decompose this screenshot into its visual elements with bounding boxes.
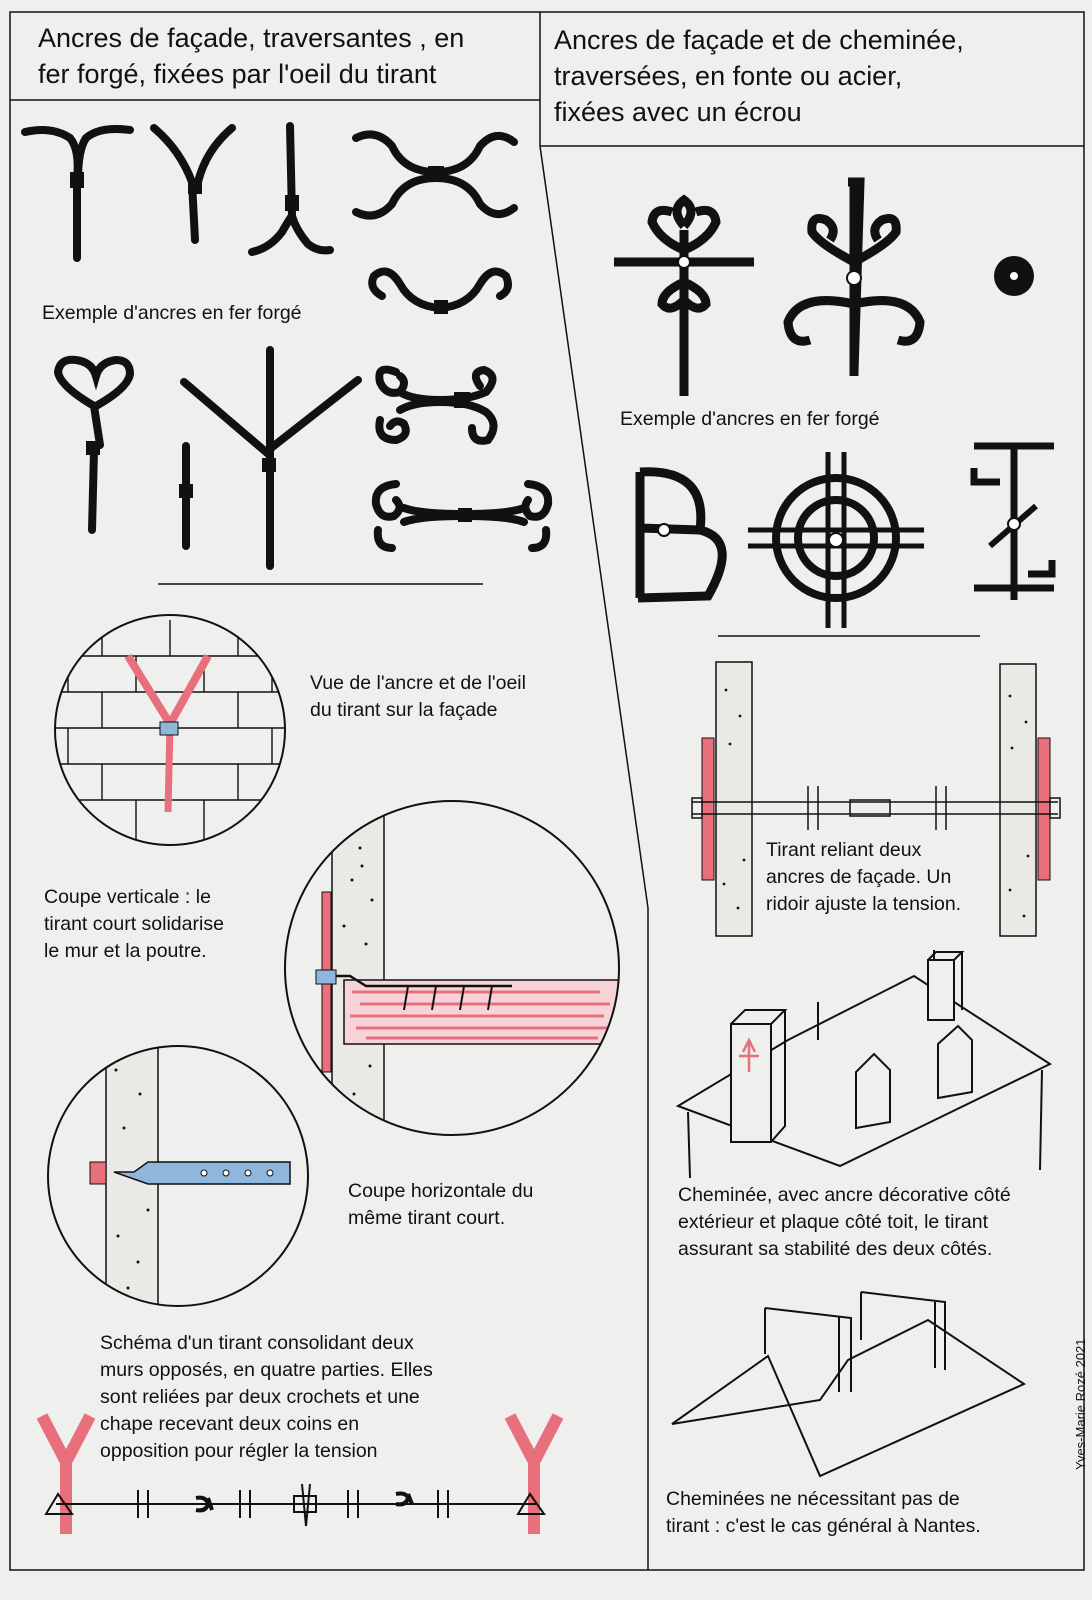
horizontal-section-caption: Coupe horizontale du même tirant court. [348, 1180, 534, 1229]
hex-nuts [657, 255, 1021, 548]
gable-chimneys-drawing [671, 1291, 1027, 1478]
turnbuckle-caption: Tirant reliant deux ancres de façade. Un… [766, 839, 962, 915]
chimney-caption: Cheminée, avec ancre décorative côté ext… [678, 1184, 1011, 1260]
facade-view-circle [54, 614, 286, 846]
author-signature: Yves-Marie Rozé 2021 [1073, 1338, 1088, 1470]
no-tie-caption: Cheminées ne nécessitant pas de tirant :… [666, 1488, 981, 1537]
vertical-section-caption: Coupe verticale : le tirant court solida… [44, 886, 224, 962]
facade-view-caption: Vue de l'ancre et de l'oeil du tirant su… [310, 672, 526, 721]
left-column-title: Ancres de façade, traversantes , en fer … [38, 23, 465, 89]
turnbuckle-tie-diagram [691, 661, 1061, 937]
four-part-tie-schematic [36, 1413, 564, 1534]
cast-iron-anchor-examples-right [614, 177, 1056, 628]
vertical-section-circle [284, 800, 620, 1136]
four-part-tie-caption: Schéma d'un tirant consolidant deux murs… [100, 1332, 433, 1462]
frame [9, 11, 1085, 1571]
chimney-roof-drawing [675, 950, 1053, 1179]
left-examples-caption: Exemple d'ancres en fer forgé [42, 302, 302, 324]
right-examples-caption: Exemple d'ancres en fer forgé [620, 408, 880, 430]
right-column-title: Ancres de façade et de cheminée, travers… [554, 25, 964, 127]
horizontal-section-circle [47, 1045, 309, 1307]
wrought-iron-anchor-examples-left [21, 122, 553, 570]
